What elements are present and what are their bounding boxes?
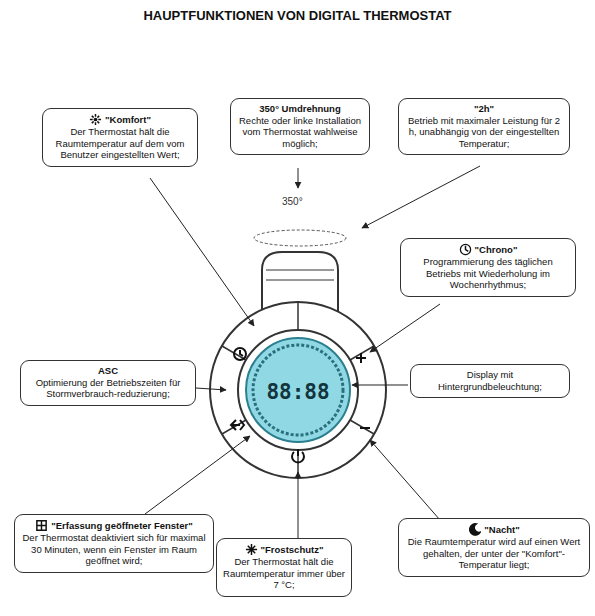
callout-body: Optimierung der Betriebszeiten für Storm… [27, 377, 189, 400]
heading-row: "Komfort" [49, 113, 191, 126]
moon-icon [468, 523, 481, 536]
callout-body: Betrieb mit maximaler Leistung für 2 h, … [405, 115, 563, 150]
callout-box: "Komfort"Der Thermostat hält die Raumtem… [42, 108, 198, 167]
rotation-label: 350° [282, 196, 303, 207]
callout-box: "Frostschutz"Der Thermostat hält die Rau… [216, 538, 352, 597]
callout-heading: "Nacht" [484, 524, 519, 536]
callout-body: Der Thermostat hält die Raumtemperatur i… [223, 556, 345, 591]
callout-box: "Chrono"Programmierung des täglichen Bet… [400, 238, 576, 297]
heading-row: "Frostschutz" [223, 543, 345, 556]
heading-row: "Chrono" [407, 243, 569, 256]
callout-heading: "Chrono" [475, 244, 518, 256]
heading-row: "Nacht" [405, 523, 583, 536]
sun-icon [89, 113, 102, 126]
heading-row: "Erfassung geöffneter Fenster" [21, 519, 207, 532]
callout-heading: 350° Umdrehnung [237, 103, 363, 115]
callout-heading: ASC [27, 365, 189, 377]
callout-heading: "Komfort" [105, 114, 151, 126]
leader-lines [145, 166, 480, 538]
button-symbols [231, 348, 370, 462]
callout-heading: Display mit Hintergrundbeleuchtung; [438, 369, 542, 392]
callout-heading: "2h" [405, 103, 563, 115]
thermostat-head [210, 252, 386, 478]
callout-body: Rechte oder linke Installation vom Therm… [237, 115, 363, 150]
callout-body: Der Thermostat hält die Raumtemperatur a… [49, 126, 191, 161]
callout-body: Programmierung des täglichen Betriebs mi… [407, 256, 569, 291]
callout-box: "2h"Betrieb mit maximaler Leistung für 2… [398, 98, 570, 155]
lcd-display [246, 338, 350, 442]
callout-heading: "Frostschutz" [261, 544, 324, 556]
callout-box: ASCOptimierung der Betriebszeiten für St… [20, 360, 196, 406]
window-icon [35, 519, 48, 532]
callout-box: "Erfassung geöffneter Fenster"Der Thermo… [14, 514, 214, 573]
callout-box: Display mit Hintergrundbeleuchtung; [410, 364, 570, 398]
clock-icon [459, 243, 472, 256]
callout-heading: "Erfassung geöffneter Fenster" [51, 520, 193, 532]
callout-body: Der Thermostat deaktiviert sich für maxi… [21, 532, 207, 567]
diagram-title: HAUPTFUNKTIONEN VON DIGITAL THERMOSTAT [0, 8, 595, 23]
lcd-digits: 88:88 [266, 380, 329, 404]
snow-icon [245, 543, 258, 556]
callout-body: Die Raumtemperatur wird auf einen Wert g… [405, 536, 583, 571]
rotation-ellipse [254, 230, 346, 246]
callout-box: "Nacht"Die Raumtemperatur wird auf einen… [398, 518, 590, 577]
callout-box: 350° UmdrehnungRechte oder linke Install… [230, 98, 370, 155]
